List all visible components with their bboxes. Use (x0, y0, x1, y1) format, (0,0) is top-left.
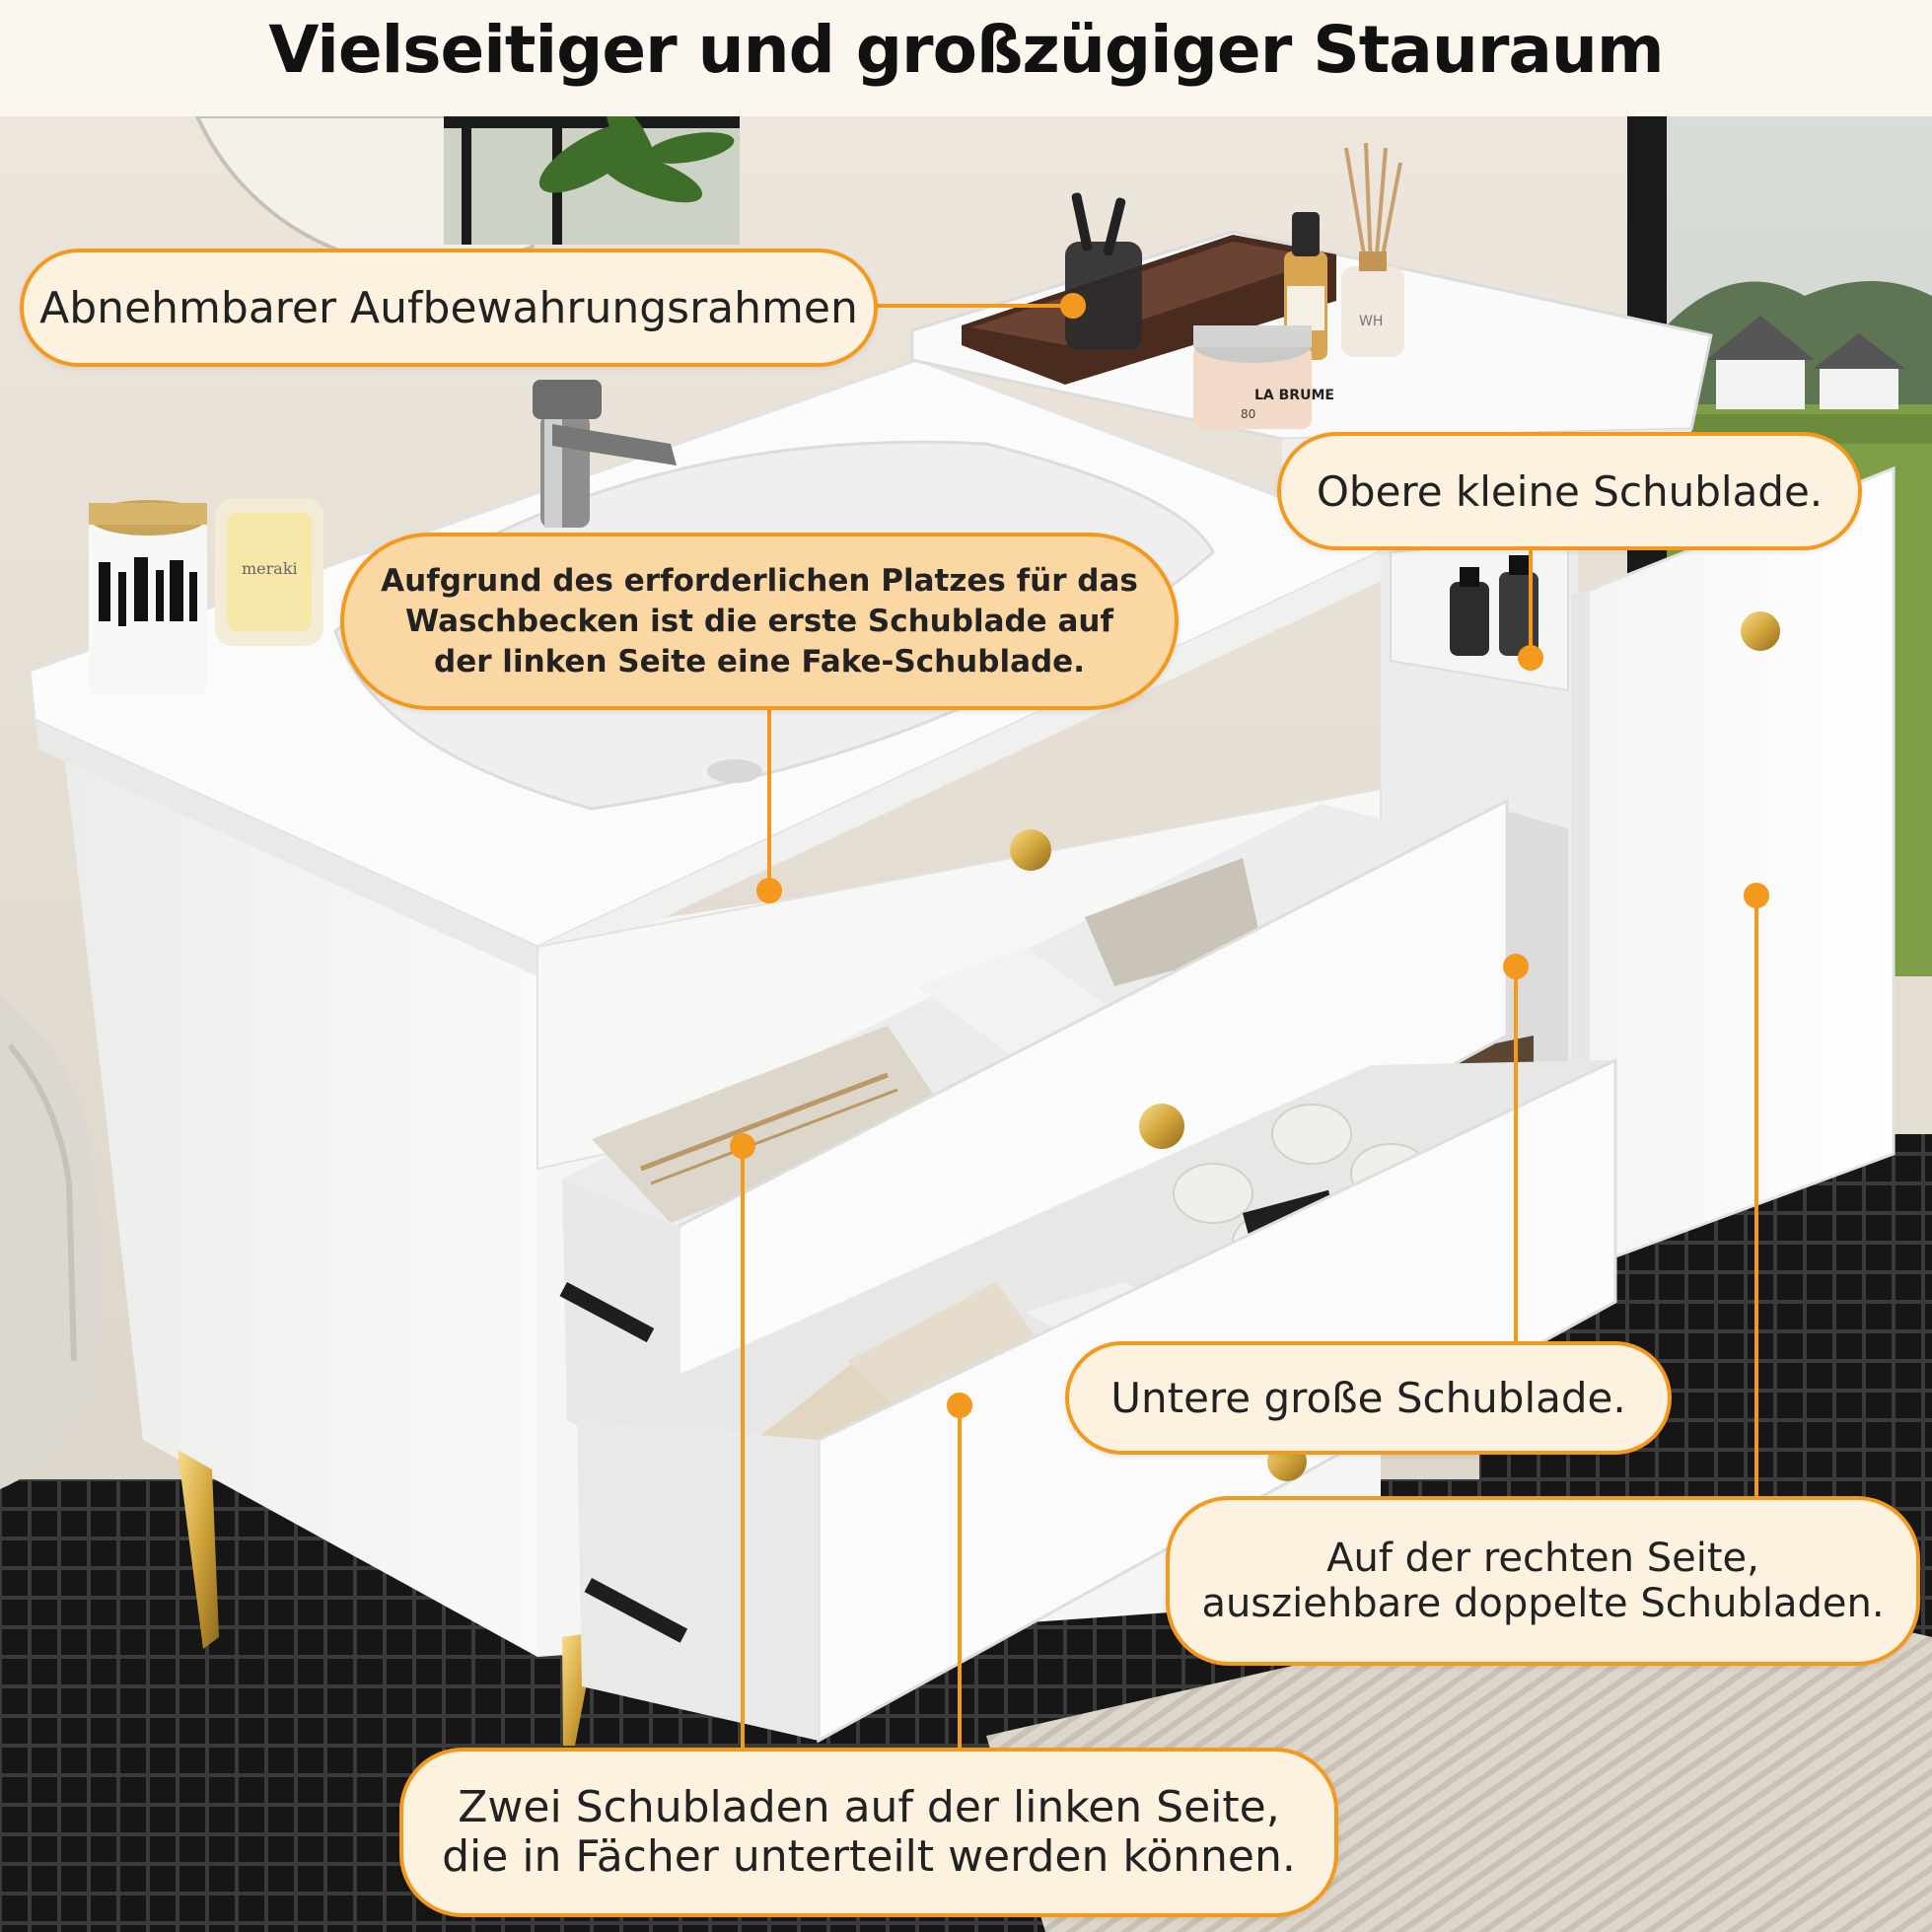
towel (0, 996, 103, 1489)
callout-fake-drawer-line2: Waschbecken ist die erste Schublade auf (405, 603, 1113, 639)
product-scene: meraki WH LA BRUME 80 (0, 116, 1932, 1932)
callout-lower-large-drawer: Untere große Schublade. (1065, 1341, 1672, 1455)
countertop-edge-front (537, 542, 1400, 976)
callout-right-side-line2: ausziehbare doppelte Schubladen. (1201, 1581, 1885, 1626)
drain (707, 759, 762, 783)
callout-fake-drawer-line1: Aufgrund des erforderlichen Platzes für … (381, 562, 1138, 599)
faucet (533, 380, 677, 528)
callout-upper-small-drawer: Obere kleine Schublade. (1277, 432, 1862, 550)
callout-right-side-line1: Auf der rechten Seite, (1326, 1536, 1759, 1581)
gold-leg-left (178, 1450, 219, 1649)
candle-glass: meraki (215, 498, 323, 646)
callout-lower-large-drawer-text: Untere große Schublade. (1110, 1374, 1626, 1422)
countertop-edge (35, 720, 537, 976)
callout-fake-drawer: Aufgrund des erforderlichen Platzes für … (340, 533, 1179, 710)
callout-left-drawers-line2: die in Fächer unterteilt werden können. (442, 1831, 1296, 1882)
title-banner: Vielseitiger und großzügiger Stauraum (0, 0, 1932, 116)
jar-brand: LA BRUME (1254, 388, 1334, 403)
callout-left-drawers: Zwei Schubladen auf der linken Seite, di… (399, 1748, 1338, 1917)
left-drawer-2-interior (577, 1060, 1612, 1440)
jar-number: 80 (1241, 407, 1255, 421)
cream-jar: LA BRUME 80 (1193, 325, 1334, 429)
cabinet-side (59, 710, 537, 1657)
page-title: Vielseitiger und großzügiger Stauraum (268, 12, 1664, 88)
cosmetic-jar (89, 500, 207, 695)
plant (538, 116, 735, 203)
callout-storage-frame: Abnehmbarer Aufbewahrungsrahmen (20, 249, 878, 367)
callout-upper-small-drawer-text: Obere kleine Schublade. (1316, 466, 1824, 516)
knob-fake-drawer[interactable] (1010, 829, 1051, 871)
right-drawer-front (1571, 465, 1896, 1275)
callout-storage-frame-text: Abnehmbarer Aufbewahrungsrahmen (39, 282, 858, 333)
house (1706, 316, 1905, 409)
candle-label: meraki (242, 559, 298, 578)
bottle-label: WH (1359, 314, 1383, 329)
callout-left-drawers-line1: Zwei Schubladen auf der linken Seite, (458, 1782, 1280, 1832)
knob-right-door[interactable] (1741, 611, 1780, 651)
toothbrush-cup (1065, 192, 1142, 350)
callout-fake-drawer-line3: der linken Seite eine Fake-Schublade. (434, 643, 1085, 680)
knob-drawer-1[interactable] (1139, 1104, 1184, 1149)
callout-right-side: Auf der rechten Seite, ausziehbare doppe… (1166, 1496, 1920, 1666)
reed-diffuser: WH (1341, 142, 1404, 357)
